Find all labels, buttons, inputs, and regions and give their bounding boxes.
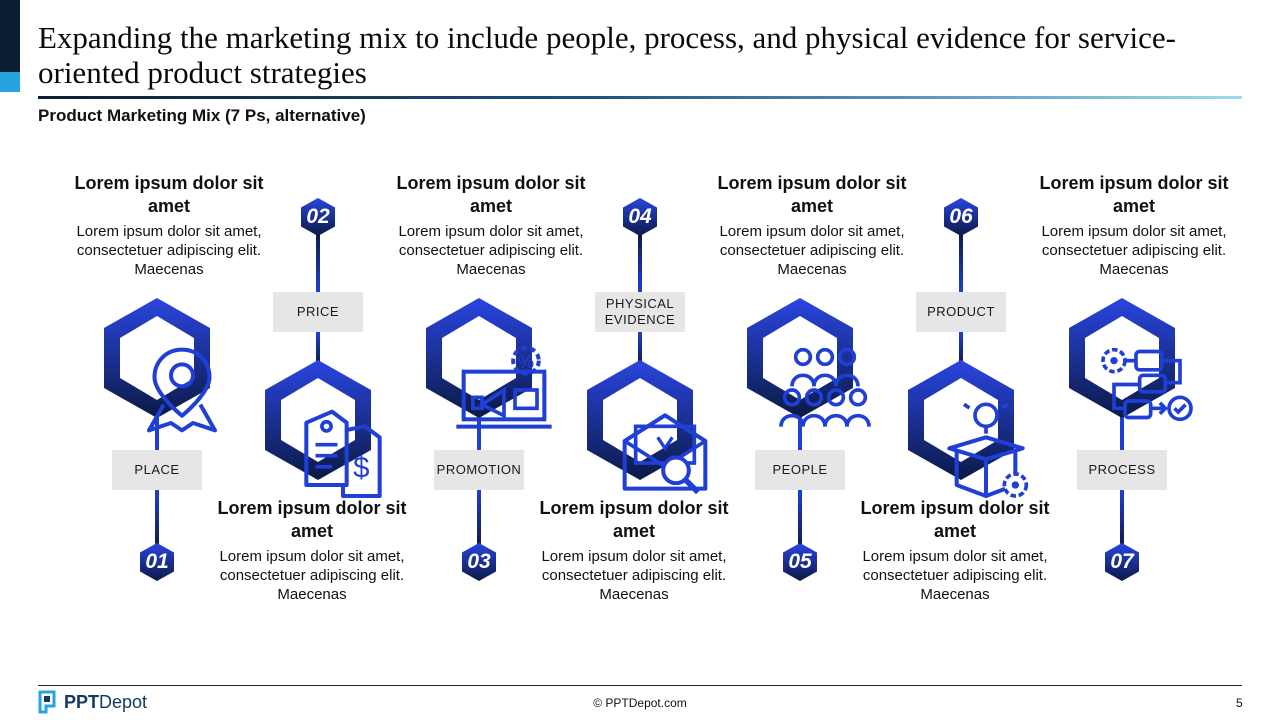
- connector-line: [959, 233, 963, 292]
- step-description: Lorem ipsum dolor sit amet, consectetuer…: [398, 223, 584, 278]
- logo-text-bold: PPT: [64, 691, 100, 712]
- step-description: Lorem ipsum dolor sit amet, consectetuer…: [862, 548, 1048, 603]
- number-hexagon-shape: [462, 543, 496, 581]
- number-hexagon-shape: [944, 198, 978, 236]
- step-label: PROCESS: [1077, 450, 1167, 490]
- step-number-badge: 07: [1104, 542, 1140, 582]
- step-number-text: 06: [949, 205, 973, 228]
- step-label: PLACE: [112, 450, 202, 490]
- number-hexagon-shape: [301, 198, 335, 236]
- logo-text-light: Depot: [99, 691, 148, 712]
- connector-line: [638, 332, 642, 364]
- step-description: Lorem ipsum dolor sit amet, consectetuer…: [76, 223, 262, 278]
- step-hexagon-05: [745, 296, 871, 427]
- number-hexagon-shape: [140, 543, 174, 581]
- product-box-icon: [947, 402, 1029, 499]
- price-tag-icon: $: [304, 409, 382, 499]
- title-divider: [38, 96, 1242, 99]
- step-hexagon-07: [1067, 296, 1193, 422]
- number-hexagon-shape: [1105, 543, 1139, 581]
- evidence-inspection-icon: [622, 413, 708, 495]
- step-number-text: 01: [145, 550, 169, 573]
- step-hexagon-03: %: [424, 296, 552, 429]
- connector-line: [316, 233, 320, 292]
- pptdepot-logo-icon: [38, 690, 56, 714]
- connector-line: [798, 414, 802, 450]
- svg-text:$: $: [353, 452, 369, 485]
- copyright-text: © PPTDepot.com: [593, 696, 687, 710]
- step-number-badge: 06: [943, 197, 979, 237]
- step-number-text: 07: [1110, 550, 1134, 573]
- accent-bar-light: [0, 72, 20, 92]
- step-hexagon-04: [585, 358, 708, 495]
- step-number-text: 02: [306, 205, 330, 228]
- step-label: PRODUCT: [916, 292, 1006, 332]
- step-description: Lorem ipsum dolor sit amet, consectetuer…: [541, 548, 727, 603]
- step-number-text: 04: [628, 205, 652, 228]
- number-hexagon-shape: [623, 198, 657, 236]
- connector-line: [798, 490, 802, 546]
- step-hexagon-01: [102, 296, 218, 433]
- process-flow-icon: [1101, 347, 1193, 422]
- slide-subtitle: Product Marketing Mix (7 Ps, alternative…: [38, 106, 366, 125]
- connector-line: [155, 414, 159, 450]
- connector-line: [316, 332, 320, 364]
- step-number-badge: 05: [782, 542, 818, 582]
- step-number-badge: 02: [300, 197, 336, 237]
- step-description: Lorem ipsum dolor sit amet, consectetuer…: [219, 548, 405, 603]
- pptdepot-logo: PPTDepot: [38, 689, 147, 715]
- step-title: Lorem ipsum dolor sit amet: [396, 173, 586, 216]
- connector-line: [638, 233, 642, 292]
- step-title: Lorem ipsum dolor sit amet: [539, 498, 729, 541]
- step-description: Lorem ipsum dolor sit amet, consectetuer…: [1041, 223, 1227, 278]
- megaphone-icon: %: [456, 345, 552, 429]
- connector-line: [1120, 490, 1124, 546]
- connector-line: [959, 332, 963, 364]
- location-pin-icon: [146, 347, 218, 433]
- step-title: Lorem ipsum dolor sit amet: [717, 173, 907, 216]
- step-number-badge: 03: [461, 542, 497, 582]
- step-label: PROMOTION: [434, 450, 524, 490]
- footer-divider: [38, 685, 1242, 686]
- page-number: 5: [1236, 696, 1243, 710]
- step-label: PEOPLE: [755, 450, 845, 490]
- step-title: Lorem ipsum dolor sit amet: [217, 498, 407, 541]
- people-group-icon: [779, 347, 871, 427]
- step-title: Lorem ipsum dolor sit amet: [1039, 173, 1229, 216]
- hexagon-frame-shape: [265, 360, 371, 480]
- number-hexagon-shape: [783, 543, 817, 581]
- step-number-text: 03: [467, 550, 491, 573]
- step-hexagon-02: $: [263, 358, 382, 499]
- connector-line: [155, 490, 159, 546]
- slide-title: Expanding the marketing mix to include p…: [38, 20, 1177, 90]
- connector-line: [1120, 414, 1124, 450]
- svg-text:%: %: [518, 351, 534, 372]
- step-number-text: 05: [788, 550, 812, 573]
- step-label: PHYSICAL EVIDENCE: [595, 292, 685, 332]
- step-number-badge: 04: [622, 197, 658, 237]
- step-title: Lorem ipsum dolor sit amet: [860, 498, 1050, 541]
- connector-line: [477, 490, 481, 546]
- accent-bar-dark: [0, 0, 20, 72]
- step-title: Lorem ipsum dolor sit amet: [74, 173, 264, 216]
- step-hexagon-06: [906, 358, 1029, 499]
- connector-line: [477, 414, 481, 450]
- step-number-badge: 01: [139, 542, 175, 582]
- step-label: PRICE: [273, 292, 363, 332]
- step-description: Lorem ipsum dolor sit amet, consectetuer…: [719, 223, 905, 278]
